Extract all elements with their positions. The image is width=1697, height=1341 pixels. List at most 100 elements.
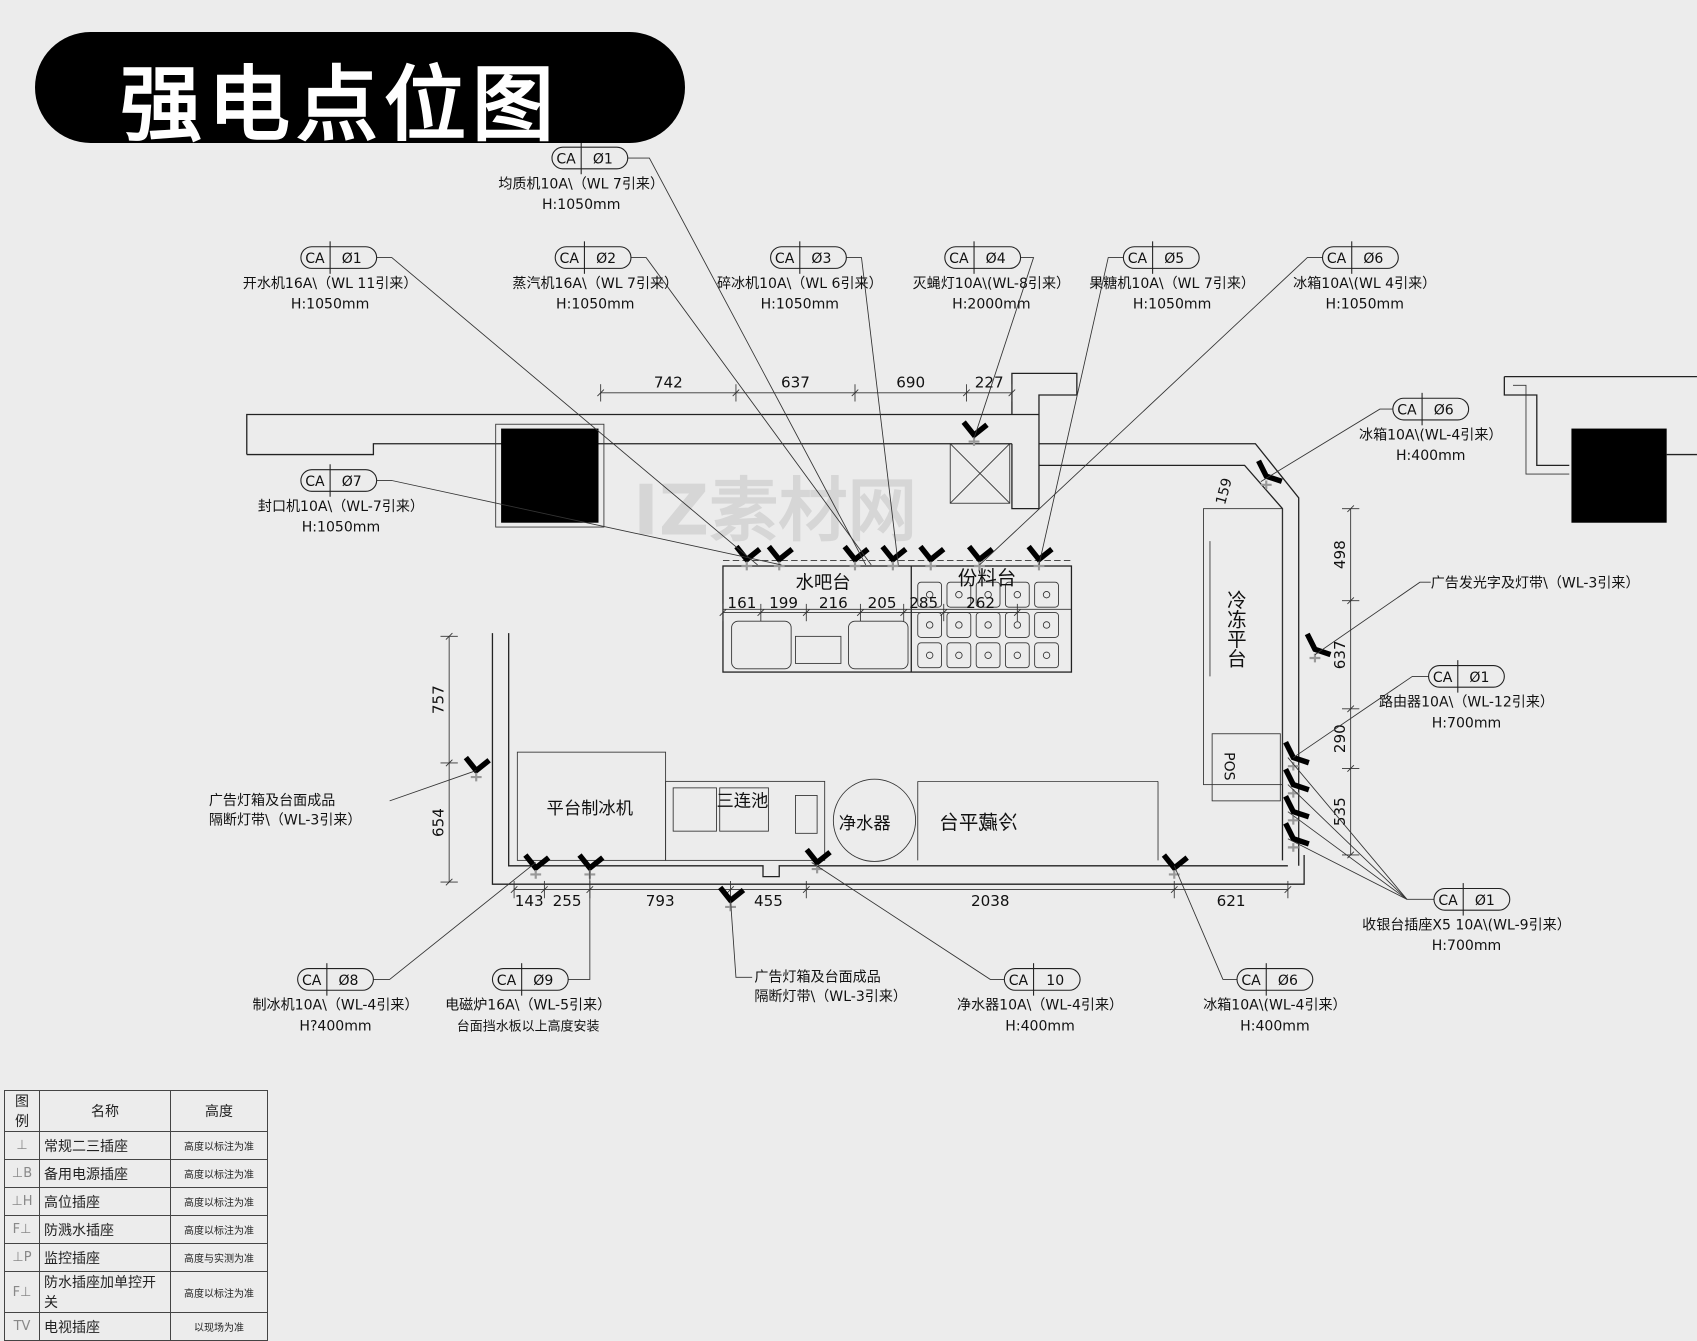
ingredient-bin	[917, 581, 943, 608]
note-lightbox-mid-2: 隔断灯带\（WL-3引来）	[754, 989, 907, 1005]
socket-icon: ⊥	[4, 1131, 40, 1160]
dimension-label: 159	[1213, 476, 1235, 506]
dimension-label: 535	[1331, 797, 1349, 826]
circuit-number: Ø3	[811, 251, 831, 267]
label-portion-table: 份料台	[958, 566, 1016, 589]
leader-line	[627, 157, 867, 566]
mounting-height: H:700mm	[1432, 938, 1501, 954]
circuit-code: CA	[1433, 670, 1453, 686]
circuit-code: CA	[560, 251, 580, 267]
legend-name: 电视插座	[39, 1312, 171, 1341]
mounting-height: H:1050mm	[1133, 296, 1211, 312]
circuit-tag	[1236, 968, 1314, 991]
circuit-number: 10	[1046, 973, 1064, 989]
circuit-description: 封口机10A\（WL-7引来）	[258, 499, 424, 515]
socket-marker	[1283, 795, 1310, 820]
circuit-tag	[300, 246, 378, 269]
ingredient-bin	[946, 581, 972, 608]
legend-name: 防溅水插座	[39, 1215, 171, 1244]
note-sign-light: 广告发光字及灯带\（WL-3引来）	[1431, 576, 1640, 592]
label-water-purifier: 净水器	[839, 814, 891, 834]
leader-line	[1287, 811, 1408, 900]
ingredient-bin	[975, 642, 1001, 669]
leader-line	[1260, 408, 1393, 482]
page-title: 强电点位图	[120, 58, 561, 153]
socket-marker	[1283, 768, 1310, 793]
legend-height: 以现场为准	[170, 1312, 268, 1341]
ingredient-bin	[1034, 642, 1059, 669]
leader-line	[1173, 865, 1238, 980]
circuit-code: CA	[1009, 973, 1029, 989]
mounting-height: H:700mm	[1432, 715, 1501, 731]
socket-marker	[734, 544, 762, 564]
circuit-description: 冰箱10A\(WL-4引来）	[1359, 427, 1502, 443]
circuit-number: Ø6	[1278, 973, 1298, 989]
mounting-height: H:1050mm	[291, 296, 369, 312]
legend-height: 高度与实测为准	[170, 1243, 268, 1272]
leader-line	[846, 257, 899, 565]
callout: CA Ø3 碎冰机10A\（WL 6引来） H:1050mm	[717, 241, 899, 565]
circuit-description: 果糖机10A\（WL 7引来）	[1089, 276, 1255, 292]
note-lightbox-left-2: 隔断灯带\（WL-3引来）	[209, 813, 362, 829]
legend-header-height: 高度	[170, 1090, 268, 1132]
circuit-tag	[551, 146, 629, 170]
backup-socket-icon: ⊥B	[4, 1159, 40, 1188]
mounting-height: H:400mm	[1005, 1018, 1074, 1034]
column-left	[501, 428, 599, 523]
circuit-number: Ø1	[593, 151, 613, 167]
socket-marker	[918, 544, 946, 564]
ingredient-bin	[975, 612, 1001, 638]
legend-header-name: 名称	[39, 1090, 171, 1132]
leader-line	[973, 257, 1035, 439]
circuit-code: CA	[1327, 251, 1347, 267]
ingredient-bin	[1004, 642, 1030, 669]
circuit-description: 碎冰机10A\（WL 6引来）	[717, 276, 883, 292]
circuit-number: Ø9	[533, 973, 553, 989]
circuit-description: 净水器10A\（WL-4引来）	[957, 998, 1123, 1014]
dimension-label: 757	[430, 685, 448, 714]
circuit-tag	[1003, 968, 1081, 991]
leader-line	[376, 480, 782, 566]
socket-marker	[718, 885, 746, 905]
dimension-label: 285	[909, 594, 938, 612]
circuit-code: CA	[1438, 893, 1458, 909]
circuit-number: Ø2	[596, 251, 616, 267]
circuit-code: CA	[305, 251, 325, 267]
leader-line	[1293, 675, 1429, 758]
service-counter	[491, 508, 1305, 885]
circuit-number: Ø6	[1434, 402, 1454, 418]
room-labels: 水吧台 份料台 冷冻平台 POS 平台制冰机 三连池 净水器 冷藏平台	[547, 566, 1247, 834]
circuit-number: Ø5	[1164, 251, 1184, 267]
circuit-description: 冰箱10A\(WL-4引来）	[1203, 998, 1346, 1014]
mounting-height: H:1050mm	[761, 296, 839, 312]
circuit-code: CA	[497, 973, 517, 989]
dimension-label: 621	[1217, 892, 1246, 910]
circuit-description: 灭蝇灯10A\(WL-8引来）	[913, 276, 1070, 292]
dimension-label: 690	[896, 373, 925, 391]
dimension-label: 262	[966, 594, 995, 612]
circuit-tag	[300, 469, 378, 492]
circuit-code: CA	[775, 251, 795, 267]
leader-line	[373, 862, 537, 980]
legend-row: F⊥防溅水插座高度以标注为准	[4, 1215, 268, 1244]
circuit-number: Ø7	[342, 474, 362, 490]
leader-line	[811, 862, 1005, 980]
mounting-height: H:1050mm	[302, 519, 380, 535]
mounting-height: H:400mm	[1396, 448, 1465, 464]
title-banner	[35, 32, 685, 143]
legend-header-symbol: 图例	[4, 1090, 40, 1132]
note-lightbox-mid-1: 广告灯箱及台面成品	[754, 970, 880, 986]
circuit-tag	[297, 968, 374, 991]
circuit-tag	[1433, 887, 1511, 911]
socket-marker	[1283, 822, 1310, 847]
